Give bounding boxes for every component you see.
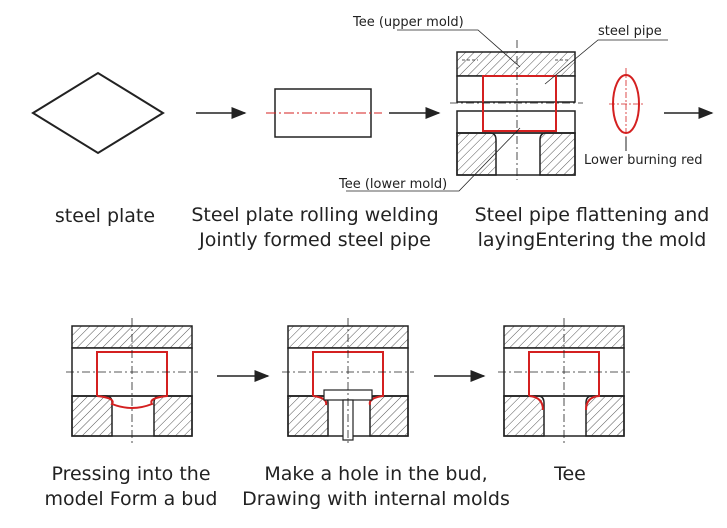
callout-tee-lower-mold: Tee (lower mold)	[338, 177, 447, 192]
caption-step-4-line-2: model Form a bud	[45, 488, 218, 510]
caption-step-5-line-1: Make a hole in the bud,	[264, 463, 487, 485]
caption-step-6-line-1: Tee	[553, 463, 586, 485]
finished-tee-figure	[498, 318, 630, 444]
hole-draw-figure	[282, 318, 414, 444]
caption-step-2-line-1: Steel plate rolling welding	[191, 204, 438, 226]
callout-steel-pipe: steel pipe	[598, 24, 662, 39]
caption-step-3-line-2: layingEntering the mold	[478, 229, 707, 251]
steel-plate-figure	[31, 71, 165, 155]
mold-with-pipe-figure	[450, 40, 583, 180]
press-bud-figure	[66, 318, 198, 444]
caption-step-4-line-1: Pressing into the	[51, 463, 210, 485]
caption-step-1-line-1: steel plate	[55, 205, 155, 227]
caption-step-2-line-2: Jointly formed steel pipe	[198, 229, 431, 251]
callout-lower-burning-red: Lower burning red	[584, 153, 702, 168]
rolled-pipe-figure	[266, 88, 382, 138]
heated-pipe-section	[609, 68, 643, 151]
callout-tee-upper-mold: Tee (upper mold)	[352, 15, 464, 30]
caption-step-5-line-2: Drawing with internal molds	[242, 488, 510, 510]
caption-step-3-line-1: Steel pipe flattening and	[475, 204, 710, 226]
